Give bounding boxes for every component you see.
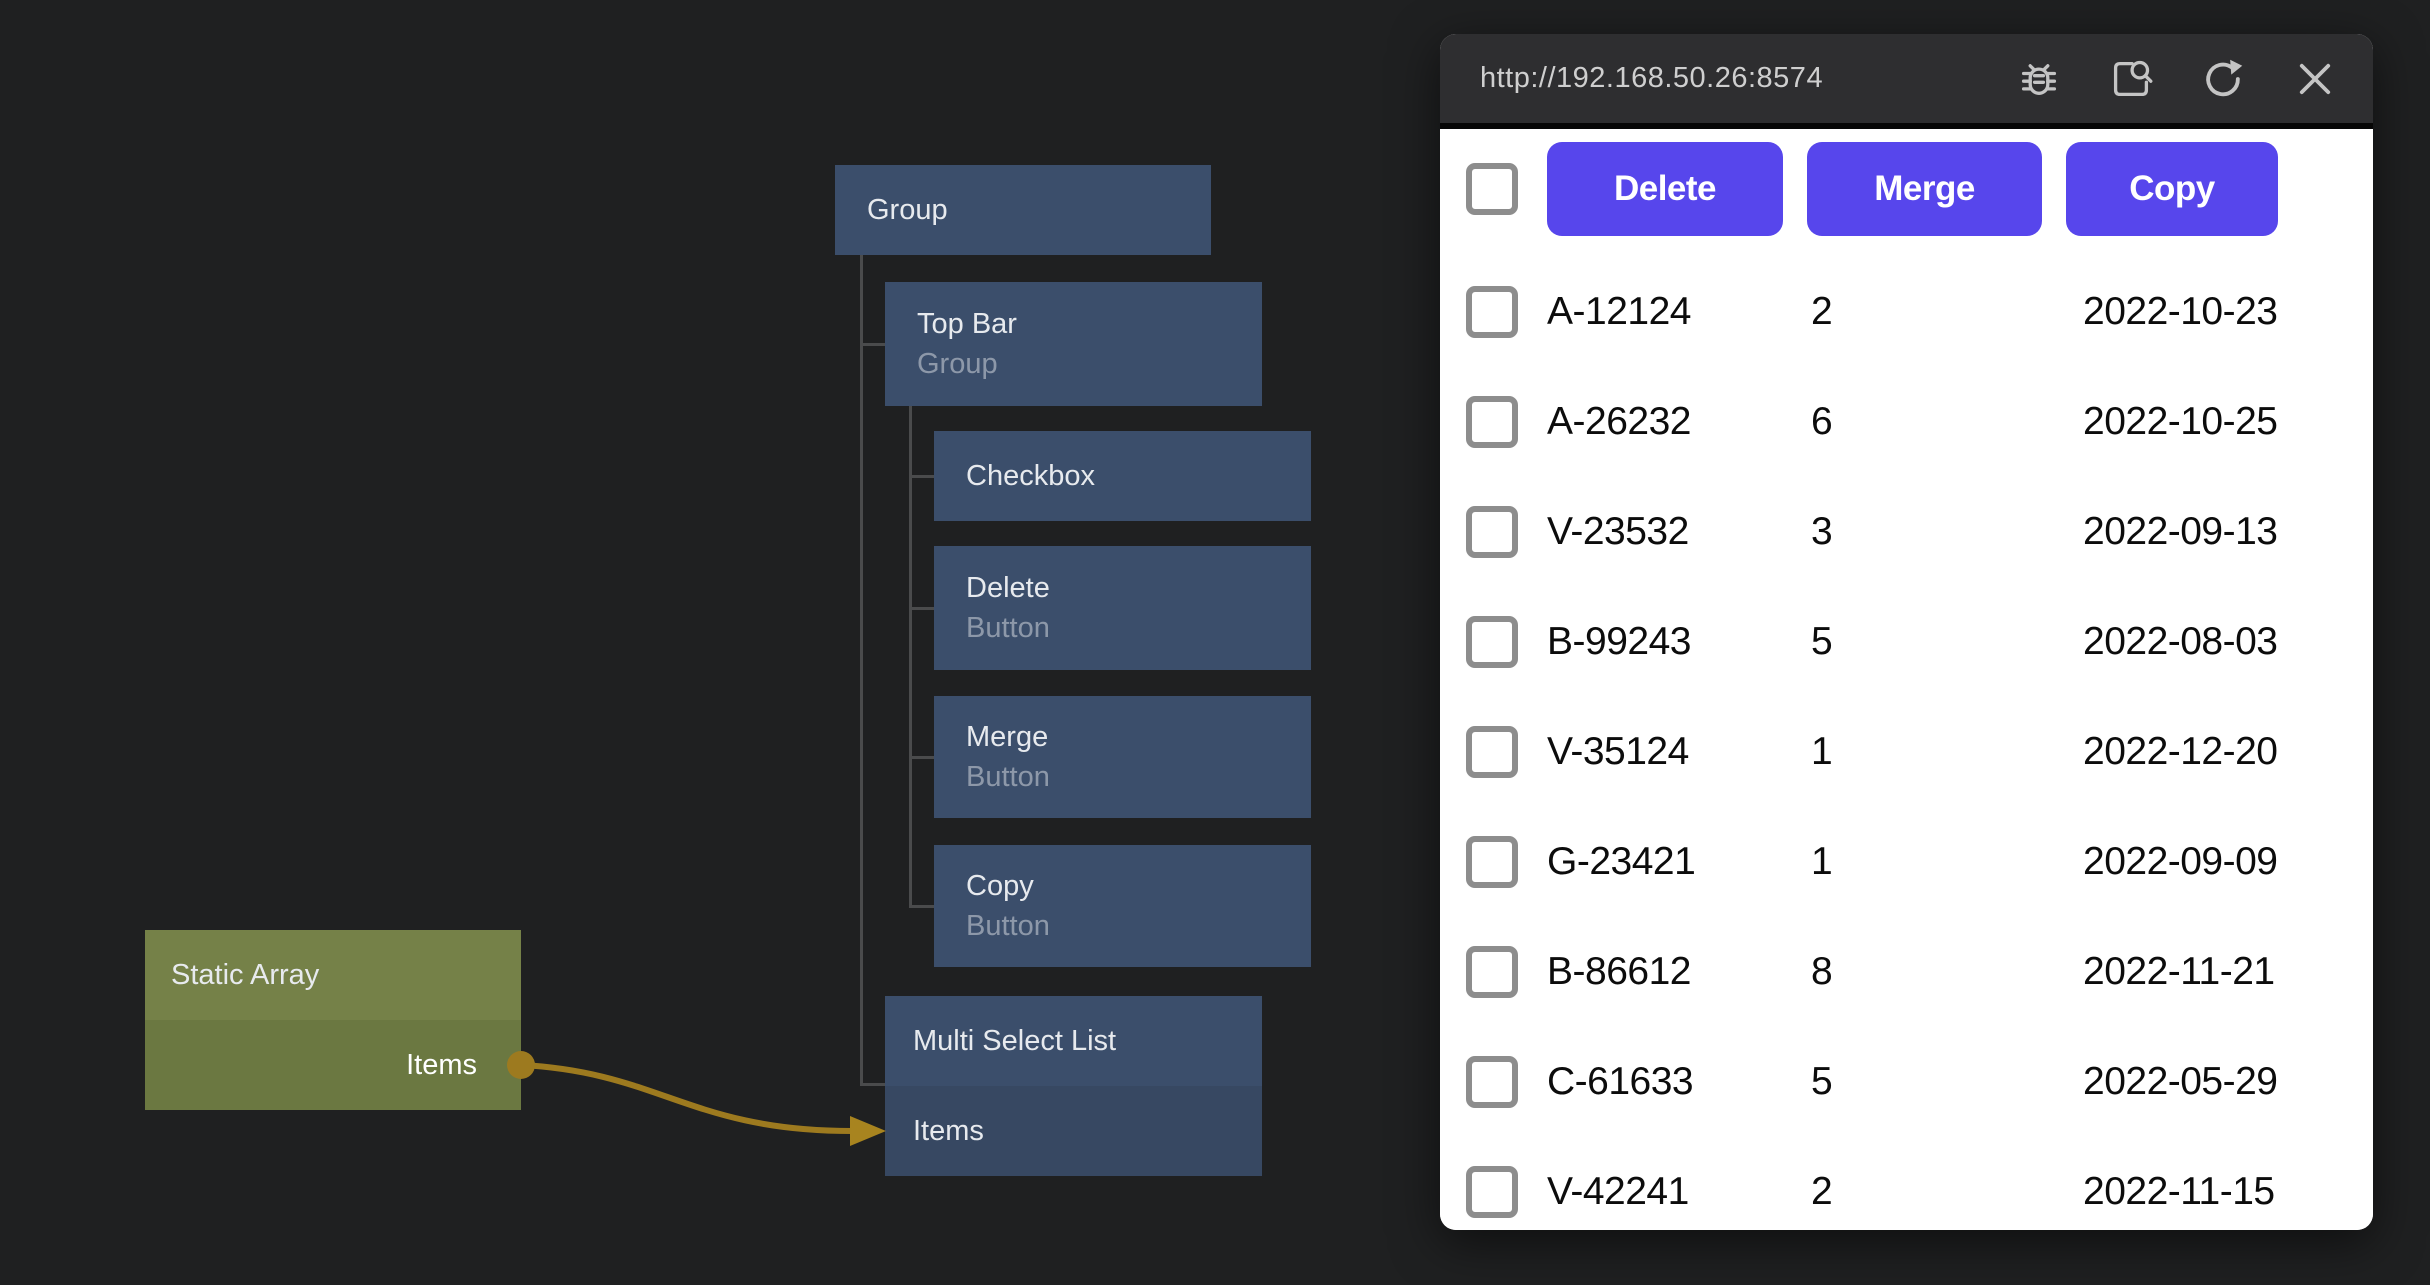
tree-connector-line <box>909 406 912 906</box>
row-quantity: 5 <box>1811 620 1833 663</box>
node-header: Multi Select List <box>885 996 1262 1086</box>
tree-connector-tick <box>909 475 934 478</box>
node-checkbox[interactable]: Checkbox <box>934 431 1311 521</box>
delete-button[interactable]: Delete <box>1547 142 1783 236</box>
node-title: Copy <box>966 869 1034 902</box>
node-header: Static Array <box>145 930 521 1020</box>
tree-connector-tick <box>909 756 934 759</box>
row-date: 2022-08-03 <box>2083 620 2278 663</box>
row-checkbox[interactable] <box>1466 1056 1518 1108</box>
inspect-icon[interactable] <box>2109 57 2153 101</box>
table-row: V-35124 1 2022-12-20 <box>1440 697 2373 807</box>
node-title: Merge <box>966 720 1049 753</box>
tree-connector-tick <box>860 343 885 346</box>
tree-connector-line <box>860 255 863 1085</box>
row-id: B-99243 <box>1547 620 1691 663</box>
titlebar-divider <box>1440 123 2373 129</box>
table-row: B-99243 5 2022-08-03 <box>1440 587 2373 697</box>
node-title: Checkbox <box>966 459 1095 492</box>
row-quantity: 2 <box>1811 290 1833 333</box>
node-static-array[interactable]: Static Array Items <box>145 930 521 1110</box>
node-multi-select-list[interactable]: Multi Select List Items <box>885 996 1262 1176</box>
node-title: Top Bar <box>917 307 1017 340</box>
node-type-label: Button <box>966 909 1050 942</box>
node-title: Group <box>867 193 948 226</box>
preview-window: http://192.168.50.26:8574 <box>1440 34 2373 1230</box>
row-date: 2022-11-15 <box>2083 1170 2275 1213</box>
table-row: V-42241 2 2022-11-15 <box>1440 1137 2373 1230</box>
tree-connector-tick <box>909 905 934 908</box>
row-date: 2022-11-21 <box>2083 950 2275 993</box>
table-row: V-23532 3 2022-09-13 <box>1440 477 2373 587</box>
url-text: http://192.168.50.26:8574 <box>1480 62 1824 94</box>
row-id: B-86612 <box>1547 950 1691 993</box>
row-quantity: 3 <box>1811 510 1833 553</box>
row-quantity: 1 <box>1811 730 1833 773</box>
row-date: 2022-12-20 <box>2083 730 2278 773</box>
node-type-label: Group <box>917 347 998 380</box>
node-type-label: Button <box>966 611 1050 644</box>
node-delete-button[interactable]: Delete Button <box>934 546 1311 670</box>
row-id: V-23532 <box>1547 510 1689 553</box>
row-id: G-23421 <box>1547 840 1696 883</box>
table-row: G-23421 1 2022-09-09 <box>1440 807 2373 917</box>
table-row: C-61633 5 2022-05-29 <box>1440 1027 2373 1137</box>
action-bar: Delete Merge Copy <box>1440 129 2373 241</box>
row-checkbox[interactable] <box>1466 1166 1518 1218</box>
row-id: A-12124 <box>1547 290 1691 333</box>
table-row: A-12124 2 2022-10-23 <box>1440 257 2373 367</box>
row-quantity: 5 <box>1811 1060 1833 1103</box>
node-title: Static Array <box>171 958 320 991</box>
node-type-label: Button <box>966 760 1050 793</box>
row-id: V-35124 <box>1547 730 1689 773</box>
node-top-bar[interactable]: Top Bar Group <box>885 282 1262 406</box>
port-label: Items <box>913 1114 984 1147</box>
row-date: 2022-10-25 <box>2083 400 2278 443</box>
copy-button[interactable]: Copy <box>2066 142 2278 236</box>
row-quantity: 6 <box>1811 400 1833 443</box>
row-date: 2022-09-13 <box>2083 510 2278 553</box>
close-icon[interactable] <box>2293 57 2337 101</box>
row-checkbox[interactable] <box>1466 946 1518 998</box>
row-id: C-61633 <box>1547 1060 1694 1103</box>
input-port-items[interactable]: Items <box>885 1086 1262 1176</box>
row-id: V-42241 <box>1547 1170 1689 1213</box>
merge-button[interactable]: Merge <box>1807 142 2042 236</box>
node-copy-button[interactable]: Copy Button <box>934 845 1311 967</box>
table-row: A-26232 6 2022-10-25 <box>1440 367 2373 477</box>
row-quantity: 8 <box>1811 950 1833 993</box>
row-id: A-26232 <box>1547 400 1691 443</box>
row-quantity: 1 <box>1811 840 1833 883</box>
tree-connector-tick <box>860 1083 885 1086</box>
row-checkbox[interactable] <box>1466 616 1518 668</box>
row-checkbox[interactable] <box>1466 396 1518 448</box>
row-date: 2022-09-09 <box>2083 840 2278 883</box>
row-date: 2022-10-23 <box>2083 290 2278 333</box>
wire-arrowhead-icon <box>850 1116 886 1146</box>
tree-connector-tick <box>909 607 934 610</box>
table-row: B-86612 8 2022-11-21 <box>1440 917 2373 1027</box>
row-checkbox[interactable] <box>1466 286 1518 338</box>
select-all-checkbox[interactable] <box>1466 163 1518 215</box>
node-group[interactable]: Group <box>835 165 1211 255</box>
preview-titlebar[interactable]: http://192.168.50.26:8574 <box>1440 34 2373 123</box>
row-checkbox[interactable] <box>1466 836 1518 888</box>
refresh-icon[interactable] <box>2201 57 2245 101</box>
debug-icon[interactable] <box>2017 57 2061 101</box>
node-title: Delete <box>966 571 1050 604</box>
port-label: Items <box>406 1048 477 1081</box>
row-checkbox[interactable] <box>1466 726 1518 778</box>
row-checkbox[interactable] <box>1466 506 1518 558</box>
row-date: 2022-05-29 <box>2083 1060 2278 1103</box>
output-port-items[interactable]: Items <box>145 1020 521 1110</box>
node-merge-button[interactable]: Merge Button <box>934 696 1311 818</box>
node-title: Multi Select List <box>913 1024 1117 1057</box>
row-quantity: 2 <box>1811 1170 1833 1213</box>
